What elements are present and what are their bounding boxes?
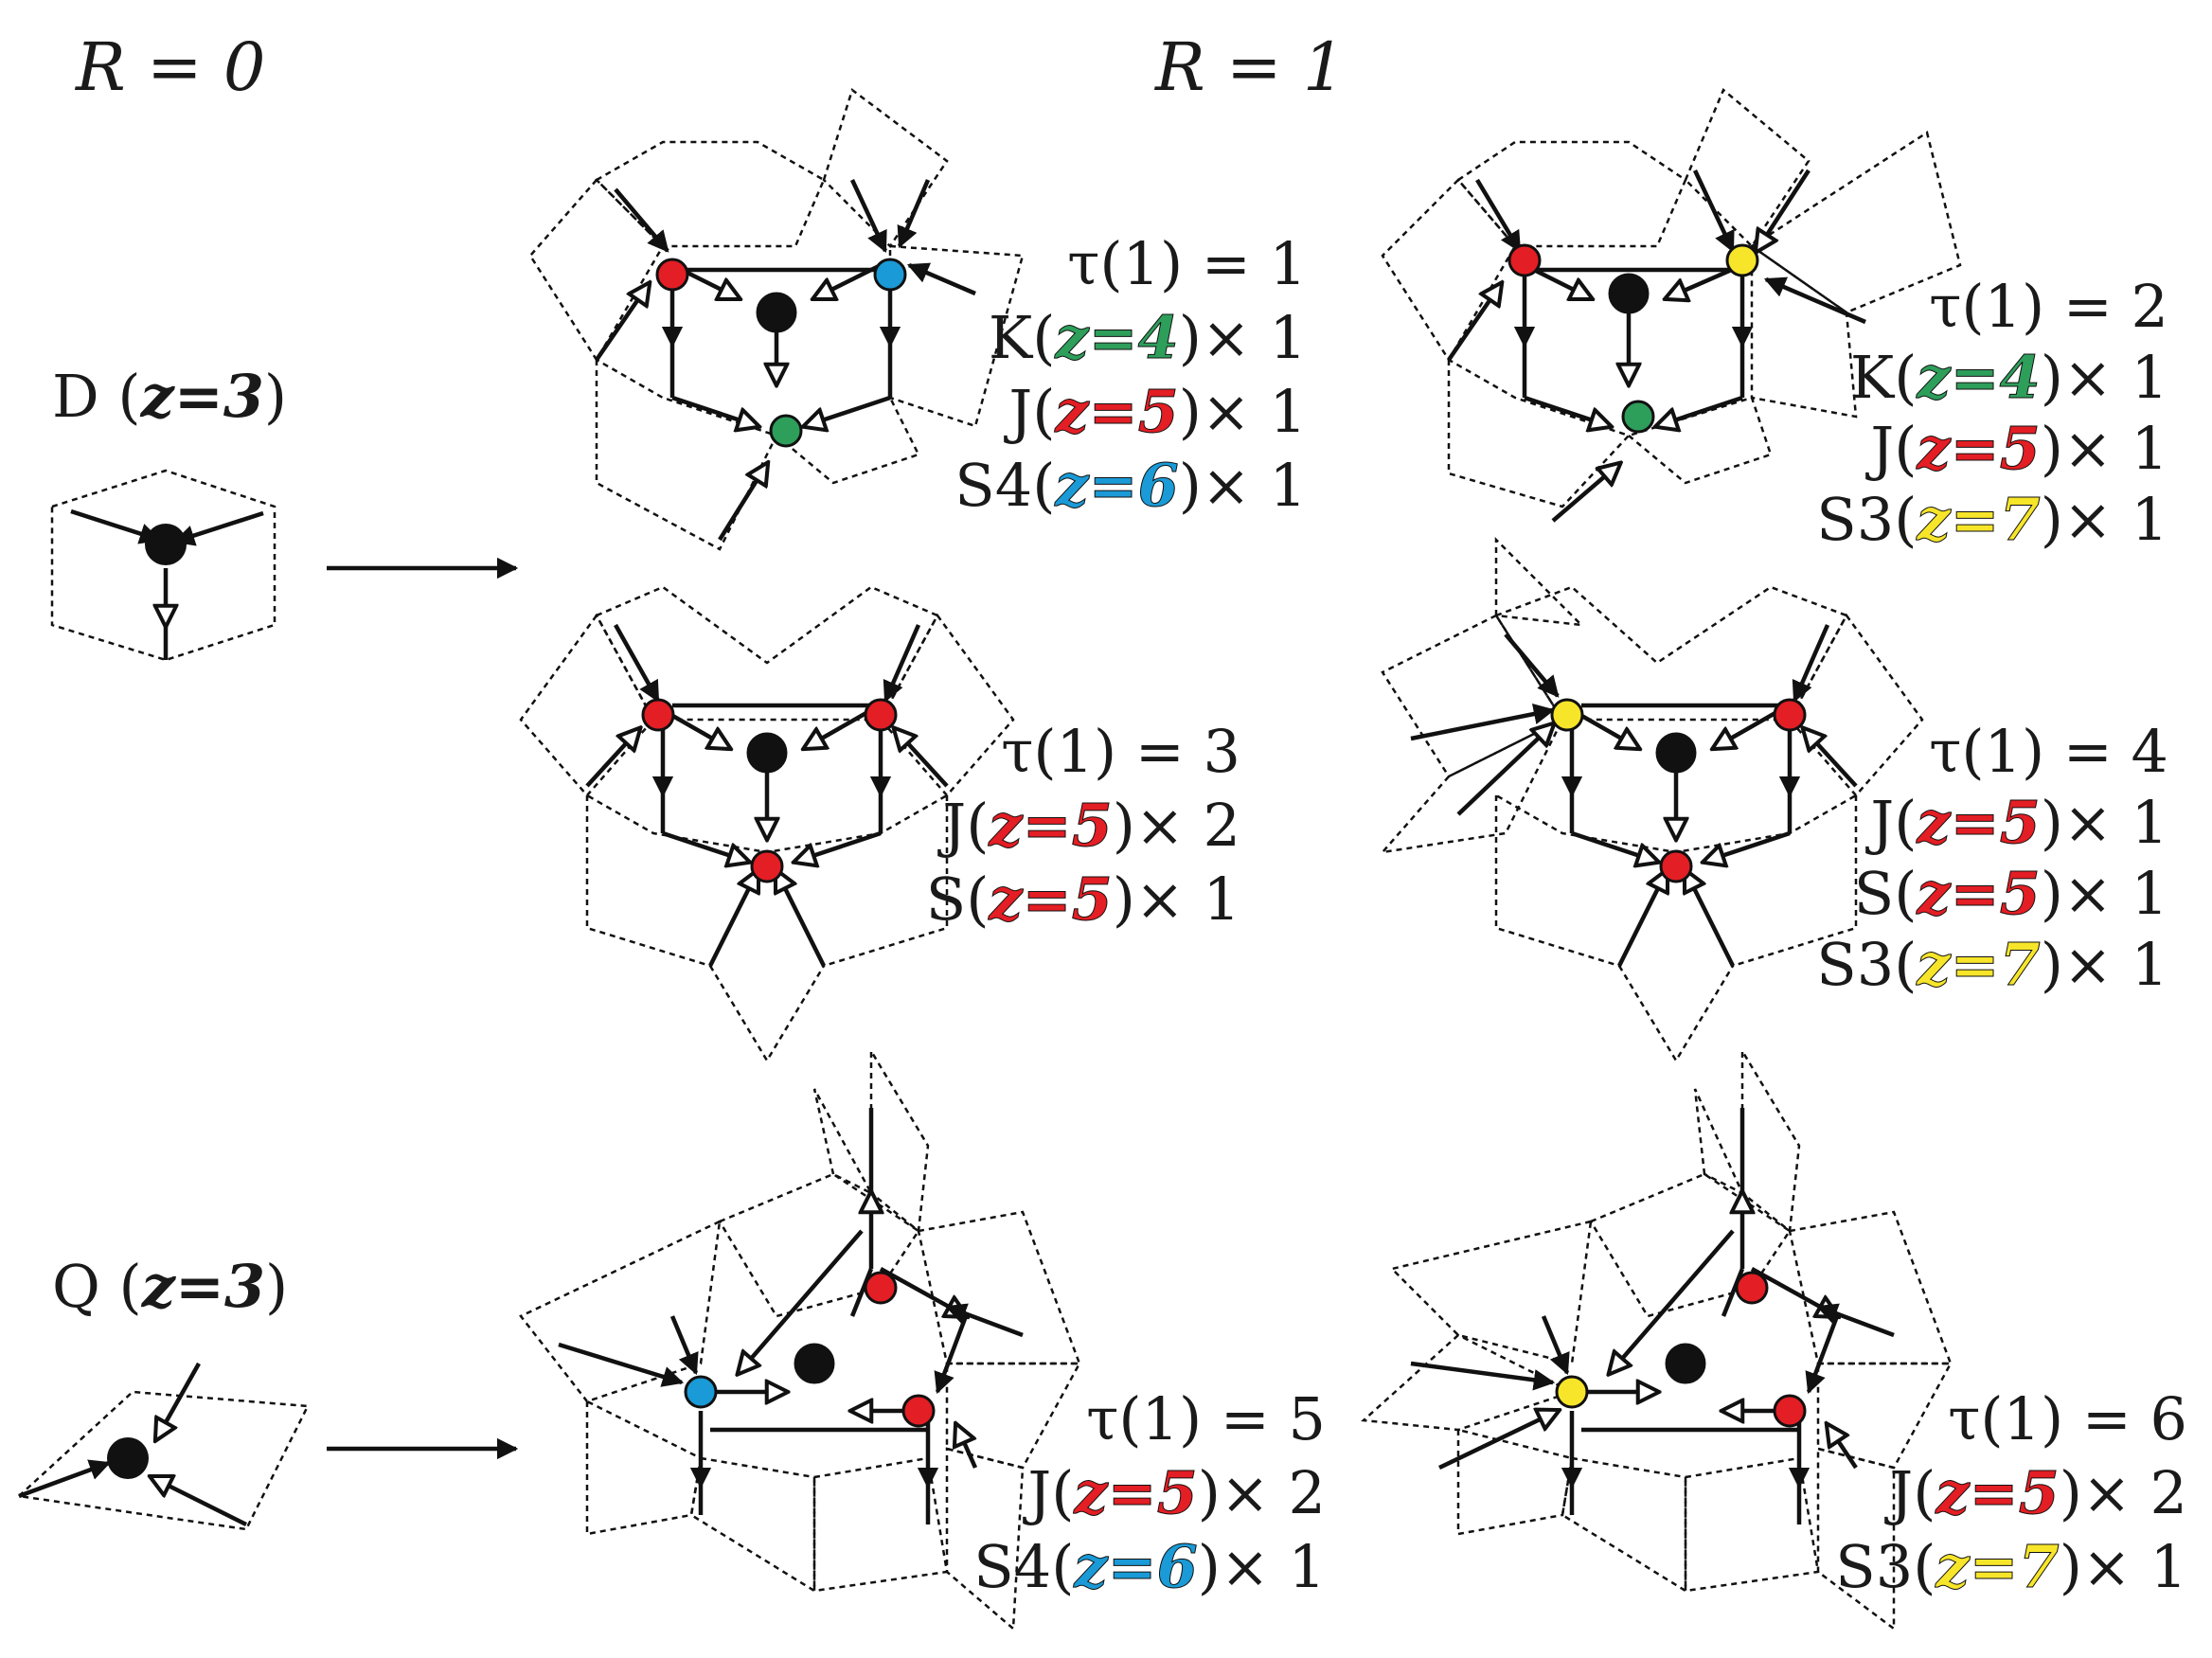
vertex-node-yellow (1555, 1375, 1589, 1409)
vertex-node-red (1773, 1394, 1807, 1428)
tau-label: τ(1) = 1 (1067, 229, 1307, 298)
vertex-node-black (1608, 273, 1650, 314)
vertex-node-red (655, 258, 689, 292)
tiling-panel-6 (1361, 1046, 1953, 1631)
panel-label-4: τ(1) = 4J(z=5)× 1S(z=5)× 1S3(z=7)× 1 (1816, 717, 2168, 1000)
vertex-node-red (901, 1394, 936, 1428)
vertex-node-red (750, 849, 784, 883)
vertex-node-red (1507, 243, 1542, 277)
label-q: Q (z=3) (52, 1252, 288, 1321)
vertex-node-green (1621, 400, 1655, 434)
vertex-count-row: J(z=5)× 1 (1864, 788, 2168, 857)
panel-labels: τ(1) = 1K(z=4)× 1J(z=5)× 1S4(z=6)× 1τ(1)… (926, 229, 2187, 1602)
vertex-node-yellow (1725, 243, 1759, 277)
label-d: D (z=3) (52, 362, 287, 431)
vertex-node-blue (873, 258, 907, 292)
tau-label: τ(1) = 4 (1929, 717, 2168, 786)
vertex-node-green (769, 414, 803, 448)
panel-label-6: τ(1) = 6J(z=5)× 2S3(z=7)× 1 (1835, 1384, 2187, 1602)
vertex-count-row: S(z=5)× 1 (926, 865, 1240, 934)
panel-label-2: τ(1) = 2K(z=4)× 1J(z=5)× 1S3(z=7)× 1 (1816, 272, 2168, 555)
tiling-panel-4 (1379, 536, 1924, 1063)
vertex-node-red (1659, 849, 1693, 883)
vertex-node-black (756, 292, 797, 333)
vertex-count-row: S4(z=6)× 1 (973, 1532, 1326, 1601)
vertex-node-red (1735, 1271, 1769, 1305)
vertex-count-row: J(z=5)× 2 (937, 791, 1240, 860)
tau-label: τ(1) = 5 (1086, 1384, 1326, 1453)
vertex-count-row: J(z=5)× 1 (1003, 377, 1307, 446)
vertex-count-row: J(z=5)× 1 (1864, 414, 2168, 483)
tau-label: τ(1) = 2 (1929, 272, 2168, 341)
vertex-node-red (864, 698, 898, 732)
q-center-node (107, 1437, 149, 1479)
tau-label: τ(1) = 6 (1948, 1384, 2187, 1453)
vertex-node-red (641, 698, 675, 732)
vertex-count-row: S3(z=7)× 1 (1835, 1532, 2187, 1601)
vertex-node-blue (684, 1375, 718, 1409)
vertex-count-row: K(z=4)× 1 (989, 303, 1307, 372)
vertex-node-black (794, 1343, 835, 1384)
header-r0: R = 0 (74, 28, 265, 106)
tilings (519, 87, 1962, 1631)
vertex-count-row: J(z=5)× 2 (1022, 1458, 1326, 1527)
tiling-panel-3 (519, 585, 1015, 1063)
vertex-node-yellow (1550, 698, 1584, 732)
vertex-node-red (864, 1271, 898, 1305)
vertex-count-row: S3(z=7)× 1 (1816, 485, 2168, 554)
vertex-node-black (1665, 1343, 1706, 1384)
vertex-count-row: S(z=5)× 1 (1854, 859, 2168, 928)
q-tile (16, 1362, 310, 1531)
vertex-node-black (1655, 732, 1697, 774)
vertex-node-red (1773, 698, 1807, 732)
header-r1: R = 1 (1153, 28, 1345, 106)
vertex-count-row: S4(z=6)× 1 (954, 451, 1307, 520)
d-tile (50, 469, 276, 662)
vertex-count-row: J(z=5)× 2 (1883, 1458, 2187, 1527)
tau-label: τ(1) = 3 (1001, 717, 1240, 786)
tiling-panel-1 (528, 87, 1025, 551)
vertex-count-row: K(z=4)× 1 (1850, 343, 2168, 412)
panel-label-3: τ(1) = 3J(z=5)× 2S(z=5)× 1 (926, 717, 1240, 935)
vertex-count-row: S3(z=7)× 1 (1816, 930, 2168, 999)
vertex-node-black (746, 732, 788, 774)
tiling-panel-5 (519, 1046, 1082, 1631)
d-center-node (145, 524, 187, 565)
panel-label-5: τ(1) = 5J(z=5)× 2S4(z=6)× 1 (973, 1384, 1326, 1602)
tiling-panel-2 (1381, 87, 1962, 523)
panel-label-1: τ(1) = 1K(z=4)× 1J(z=5)× 1S4(z=6)× 1 (954, 229, 1307, 521)
